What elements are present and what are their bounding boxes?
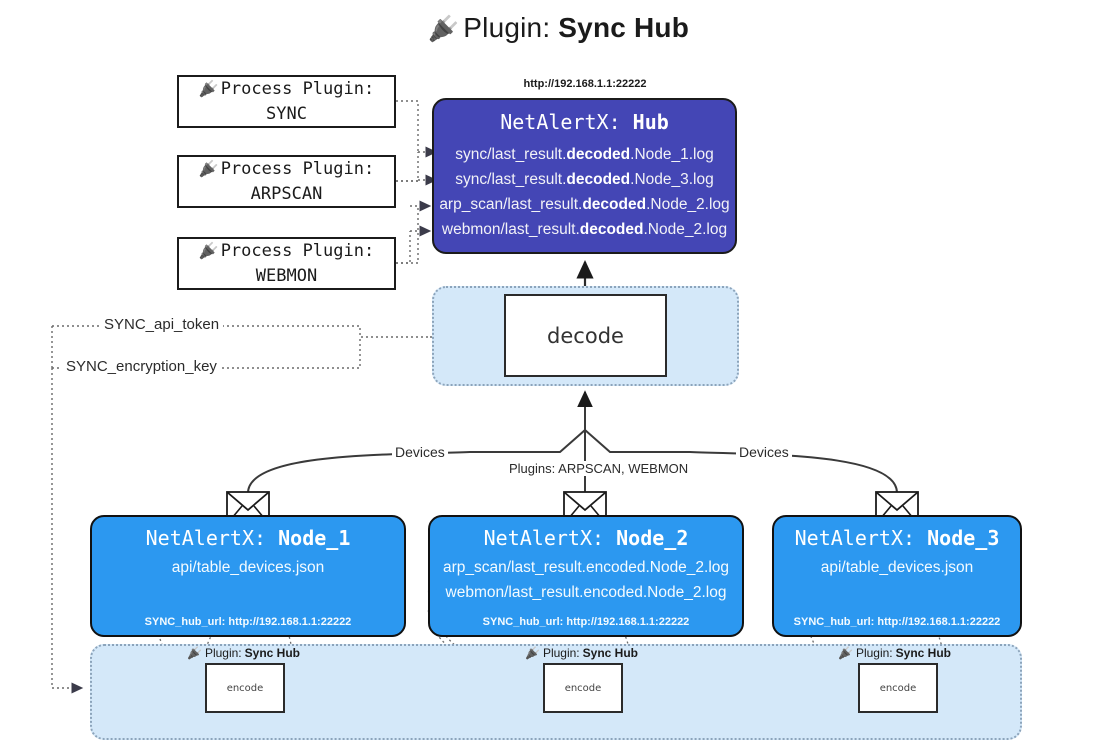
plug-icon: 🔌 (198, 80, 219, 98)
node-box-node-2[interactable]: NetAlertX: Node_2 arp_scan/last_result.e… (428, 515, 744, 637)
edge-label-devices-left: Devices (392, 444, 448, 460)
process-plugin-webmon[interactable]: 🔌Process Plugin: WEBMON (177, 237, 396, 290)
process-plugin-value: SYNC (266, 103, 307, 124)
node-title: NetAlertX: Node_3 (795, 526, 1000, 550)
plug-icon: 🔌 (838, 646, 853, 660)
hub-log-line: sync/last_result.decoded.Node_1.log (434, 142, 735, 167)
hub-url-label: http://192.168.1.1:22222 (523, 78, 647, 90)
node-title-prefix: NetAlertX: (794, 526, 916, 550)
hub-log-line: arp_scan/last_result.decoded.Node_2.log (434, 192, 735, 217)
encode-caption-node-2: 🔌Plugin: Sync Hub (525, 646, 638, 660)
hub-log-line: webmon/last_result.decoded.Node_2.log (434, 217, 735, 242)
page-title: 🔌Plugin: Sync Hub (0, 12, 1117, 44)
hub-log-line: sync/last_result.decoded.Node_3.log (434, 167, 735, 192)
plug-icon: 🔌 (187, 646, 202, 660)
node-title: NetAlertX: Node_1 (146, 526, 351, 550)
node-box-node-3[interactable]: NetAlertX: Node_3 api/table_devices.json… (772, 515, 1022, 637)
node-footer: SYNC_hub_url: http://192.168.1.1:22222 (144, 616, 352, 628)
plug-icon: 🔌 (525, 646, 540, 660)
process-plugin-label: Process Plugin: (220, 240, 375, 261)
hub-title-value: Hub (632, 110, 669, 134)
encode-caption-node-1: 🔌Plugin: Sync Hub (187, 646, 300, 660)
node-line: webmon/last_result.encoded.Node_2.log (445, 583, 727, 601)
secret-label-encryption-key: SYNC_encryption_key (62, 358, 221, 375)
log-pre: arp_scan/last_result. (439, 196, 583, 214)
node-footer: SYNC_hub_url: http://192.168.1.1:22222 (793, 616, 1001, 628)
page-title-label: Plugin: (463, 12, 551, 43)
node-footer: SYNC_hub_url: http://192.168.1.1:22222 (482, 616, 690, 628)
encode-caption-value: Sync Hub (582, 646, 638, 660)
plug-icon: 🔌 (198, 160, 219, 178)
plug-icon: 🔌 (198, 242, 219, 260)
process-plugin-arpscan[interactable]: 🔌Process Plugin: ARPSCAN (177, 155, 396, 208)
encode-caption-label: Plugin: (542, 646, 580, 660)
edge-label-devices-right: Devices (736, 444, 792, 460)
node-title-value: Node_1 (278, 526, 351, 550)
log-pre: sync/last_result. (455, 171, 567, 189)
hub-box[interactable]: NetAlertX: Hub sync/last_result.decoded.… (432, 98, 737, 254)
encode-box-node-3[interactable]: encode (858, 663, 938, 713)
log-post: .Node_2.log (646, 196, 730, 214)
node-title: NetAlertX: Node_2 (484, 526, 689, 550)
encode-caption-label: Plugin: (204, 646, 242, 660)
node-line: api/table_devices.json (820, 559, 974, 576)
encode-caption-value: Sync Hub (895, 646, 951, 660)
encode-caption-value: Sync Hub (244, 646, 300, 660)
log-pre: webmon/last_result. (441, 221, 580, 239)
log-post: .Node_2.log (643, 221, 728, 239)
node-title-value: Node_3 (927, 526, 1000, 550)
log-strong: decoded (566, 146, 631, 163)
encode-box-node-2[interactable]: encode (543, 663, 623, 713)
log-strong: decoded (566, 171, 631, 189)
process-plugin-sync[interactable]: 🔌Process Plugin: SYNC (177, 75, 396, 128)
log-strong: decoded (579, 221, 644, 239)
edge-label-plugins-center: Plugins: ARPSCAN, WEBMON (506, 461, 692, 476)
log-post: .Node_1.log (630, 146, 714, 163)
hub-title: NetAlertX: Hub (500, 110, 669, 134)
decode-box[interactable]: decode (504, 294, 667, 377)
node-title-prefix: NetAlertX: (145, 526, 267, 550)
encode-caption-node-3: 🔌Plugin: Sync Hub (838, 646, 951, 660)
encode-caption-label: Plugin: (855, 646, 893, 660)
encode-box-node-1[interactable]: encode (205, 663, 285, 713)
hub-title-prefix: NetAlertX: (500, 110, 621, 134)
node-line: api/table_devices.json (171, 559, 325, 576)
process-plugin-label: Process Plugin: (220, 78, 375, 99)
log-pre: sync/last_result. (455, 146, 567, 163)
log-strong: decoded (582, 196, 647, 214)
page-title-value: Sync Hub (558, 12, 690, 43)
process-plugin-value: ARPSCAN (250, 183, 323, 204)
plug-icon: 🔌 (427, 15, 460, 43)
secret-label-api-token: SYNC_api_token (100, 316, 224, 333)
process-plugin-label: Process Plugin: (220, 158, 375, 179)
node-title-prefix: NetAlertX: (483, 526, 605, 550)
node-box-node-1[interactable]: NetAlertX: Node_1 api/table_devices.json… (90, 515, 406, 637)
node-title-value: Node_2 (616, 526, 689, 550)
process-plugin-value: WEBMON (255, 265, 318, 286)
node-line: arp_scan/last_result.encoded.Node_2.log (442, 559, 730, 576)
log-post: .Node_3.log (630, 171, 714, 189)
